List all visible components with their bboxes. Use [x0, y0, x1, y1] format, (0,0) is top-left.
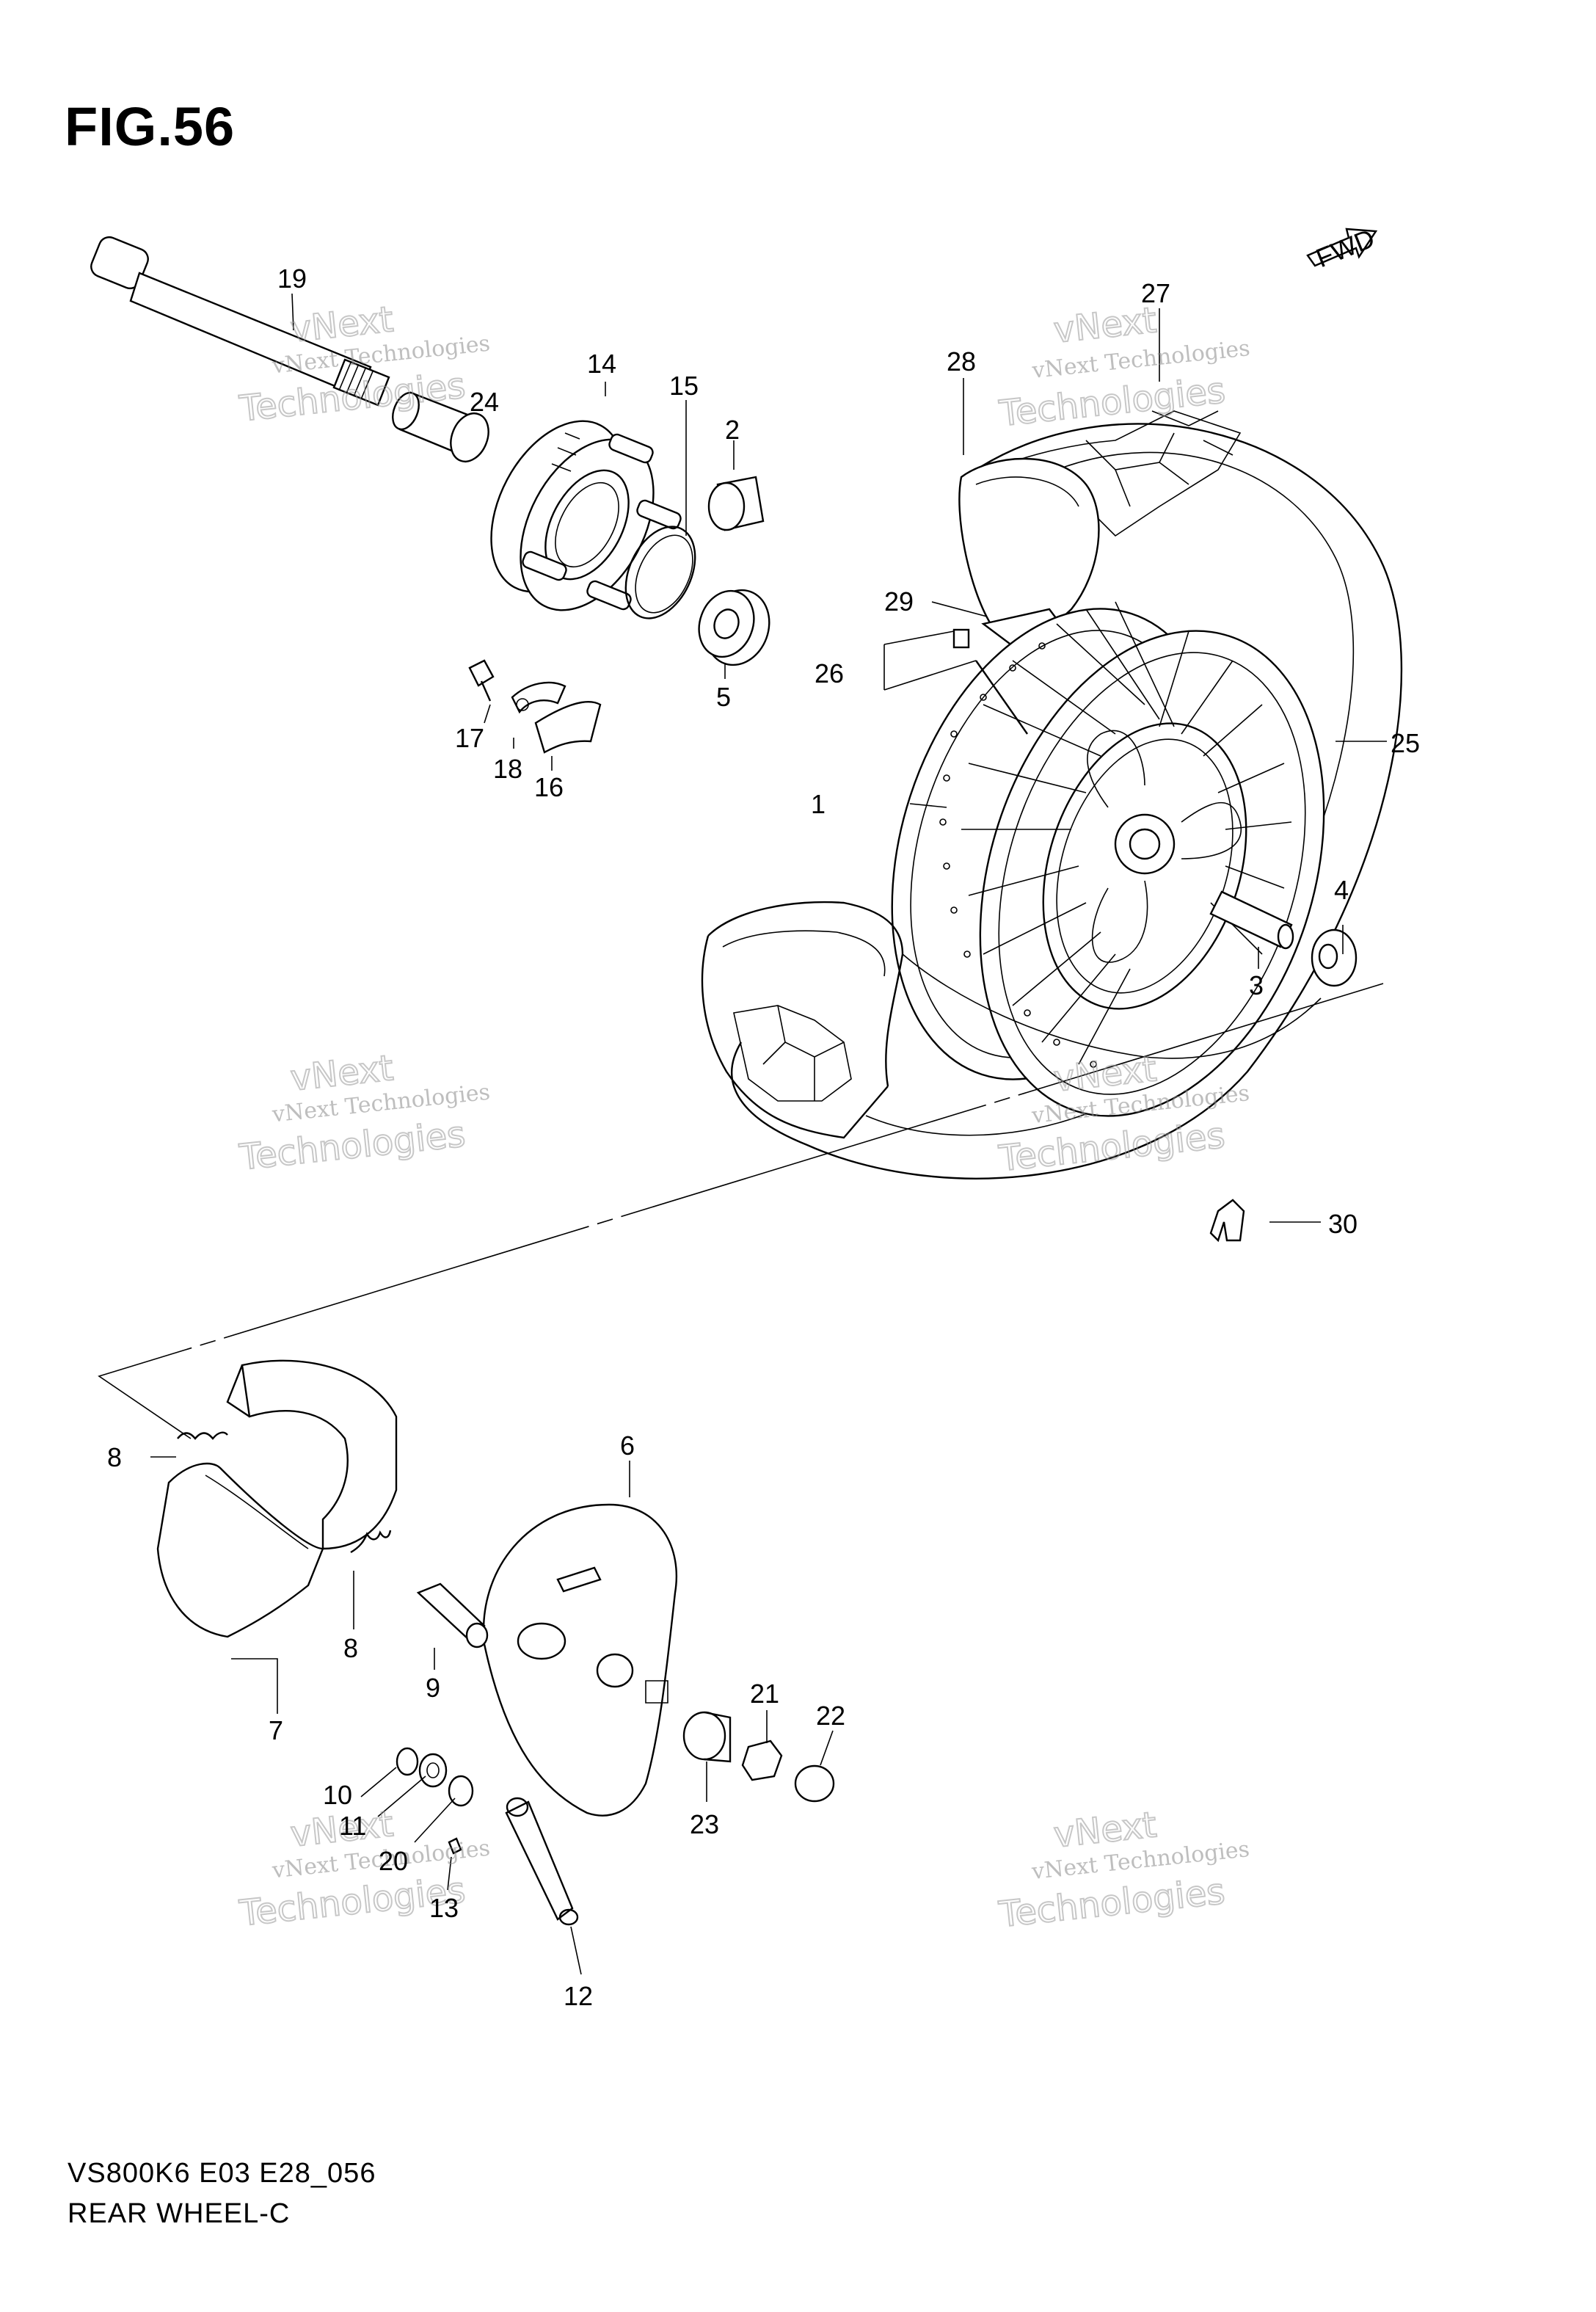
callout-12: 12: [564, 1981, 593, 2011]
callout-15: 15: [669, 371, 699, 401]
spacer-part-23: [682, 1711, 732, 1763]
bearing-part-4: [1311, 928, 1358, 987]
bolt-part-17: [468, 659, 495, 702]
watermark-bottom-right: vNext Technologies vNext Technologies: [996, 1803, 1250, 1936]
damper-part-2: [707, 476, 765, 531]
callout-13: 13: [429, 1893, 459, 1923]
svg-text:Technologies: Technologies: [237, 1113, 467, 1178]
callout-27: 27: [1141, 278, 1170, 308]
callout-17: 17: [455, 723, 484, 753]
callout-10: 10: [323, 1780, 352, 1810]
callout-28: 28: [947, 346, 976, 377]
watermark-mid-left: vNext Technologies vNext Technologies: [236, 1047, 491, 1179]
fwd-label: FWD: [1311, 223, 1378, 274]
callout-29: 29: [884, 586, 914, 617]
lock-washer-part-18: [511, 681, 566, 714]
callout-24: 24: [470, 387, 499, 417]
washer-part-11: [418, 1753, 448, 1788]
rear-axle-part-19: [90, 236, 390, 407]
brake-spring-upper-part-8: [177, 1431, 228, 1440]
rear-wheel-rim-part-1: [891, 601, 1325, 1117]
callout-14: 14: [587, 349, 616, 379]
brake-panel-part-6: [482, 1503, 678, 1817]
spacer-part-24: [392, 391, 489, 462]
callout-19: 19: [277, 263, 307, 294]
callout-25: 25: [1391, 728, 1420, 758]
callout-20: 20: [379, 1846, 408, 1876]
hub-carrier-part-14: [490, 420, 682, 611]
callout-labels: 1 2 3 4 5 6 7 8 8 9 10 11 12 13 14 15 16…: [107, 263, 1420, 2011]
tire-valve-part-26: [952, 628, 1028, 735]
cap-part-22: [794, 1764, 835, 1803]
callout-8-upper: 8: [107, 1442, 122, 1472]
callout-22: 22: [816, 1701, 845, 1731]
callout-30: 30: [1328, 1209, 1358, 1239]
seal-part-10: [396, 1747, 419, 1776]
lock-plate-part-16: [534, 701, 602, 754]
callout-9: 9: [426, 1673, 440, 1703]
watermark-bottom-left: vNext Technologies vNext Technologies: [236, 1803, 491, 1935]
callout-7: 7: [269, 1715, 283, 1745]
model-code-label: VS800K6 E03 E28_056: [68, 2158, 376, 2189]
callout-21: 21: [750, 1679, 779, 1709]
callout-18: 18: [493, 754, 522, 784]
callout-8-lower: 8: [343, 1633, 358, 1663]
callout-11: 11: [339, 1811, 366, 1841]
spacer-part-3: [1209, 890, 1294, 950]
callout-23: 23: [690, 1809, 719, 1839]
forward-direction-marker: FWD: [1306, 223, 1379, 274]
callout-3: 3: [1249, 970, 1264, 1000]
o-ring-part-20: [448, 1775, 474, 1807]
figure-title: FIG.56: [65, 96, 236, 157]
callout-2: 2: [725, 415, 740, 445]
clip-part-30: [1209, 1199, 1245, 1243]
cam-lever-part-12: [505, 1797, 579, 1926]
svg-text:Technologies: Technologies: [996, 1871, 1227, 1935]
watermark-top-right: vNext Technologies vNext Technologies: [996, 299, 1251, 435]
o-ring-part-15: [624, 526, 696, 619]
callout-16: 16: [534, 772, 564, 802]
leader-lines: [150, 293, 1387, 1975]
callout-5: 5: [716, 682, 731, 712]
svg-text:Technologies: Technologies: [996, 1115, 1227, 1179]
brake-shoe-part-7: [156, 1359, 398, 1638]
tube-part-28: [958, 457, 1100, 632]
callout-26: 26: [815, 658, 844, 688]
brake-cam-part-9: [416, 1582, 489, 1648]
assembly-name-label: REAR WHEEL-C: [68, 2198, 291, 2229]
rear-tire-lower-half: [701, 901, 1322, 1139]
nut-part-21: [741, 1740, 783, 1781]
callout-6: 6: [620, 1431, 635, 1461]
callout-4: 4: [1334, 875, 1349, 905]
callout-1: 1: [811, 789, 826, 819]
brake-spring-lower-part-8: [350, 1530, 392, 1554]
bearing-part-5: [698, 589, 770, 666]
bolt-part-13: [448, 1837, 462, 1855]
